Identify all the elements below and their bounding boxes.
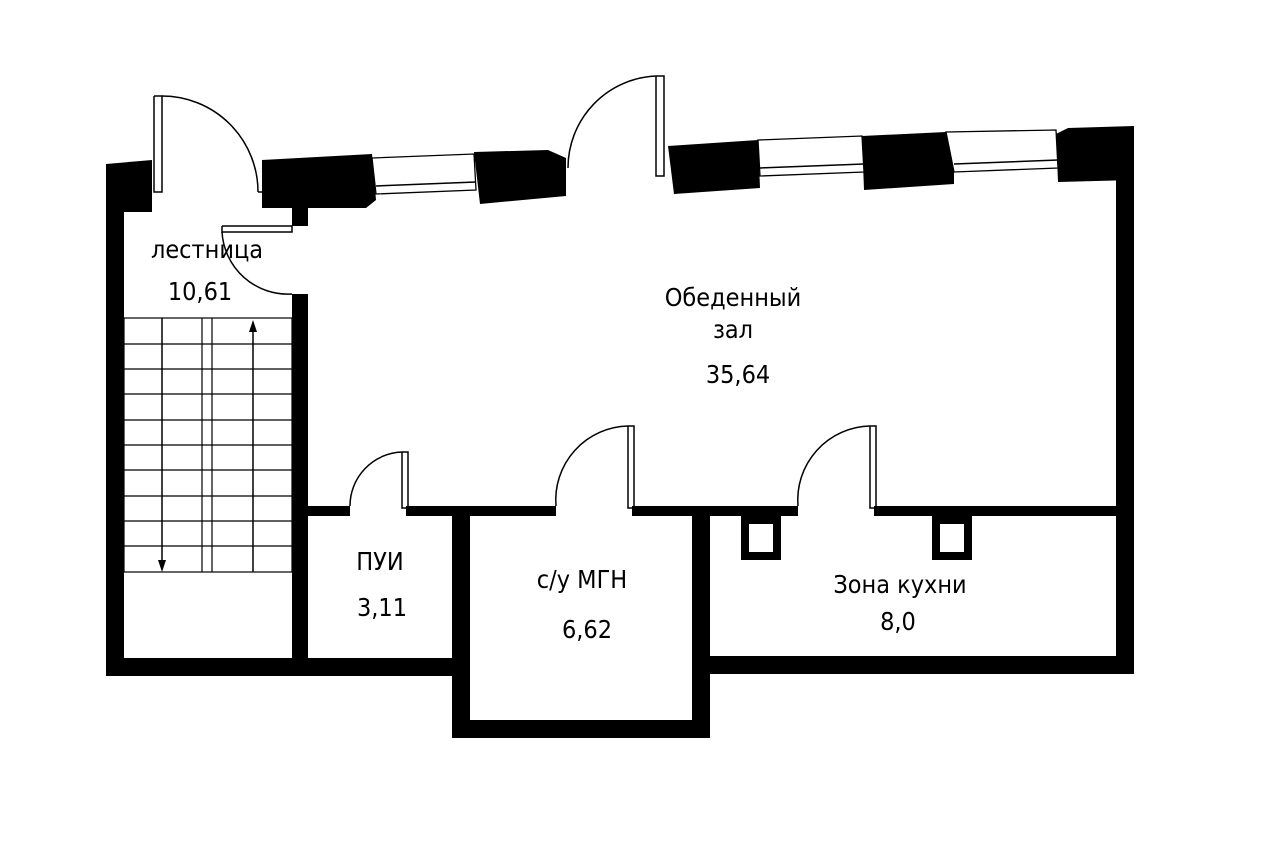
wall-wc-bottom xyxy=(452,720,710,738)
wall-wc-right xyxy=(692,514,710,738)
accessible-wc-name: с/у МГН xyxy=(537,565,627,594)
wall-partition-h2 xyxy=(406,506,556,516)
wall-pier-2 xyxy=(474,150,566,204)
door-kitchen xyxy=(797,425,877,509)
stair-up-arrow xyxy=(249,320,257,572)
stair-down-arrow xyxy=(158,318,166,572)
window-2 xyxy=(757,135,865,177)
wall-bottom-left xyxy=(106,658,458,676)
dining-hall-name-line2: зал xyxy=(713,315,753,344)
door-entrance-stair xyxy=(153,95,262,193)
wall-pier-1-stub xyxy=(292,206,308,226)
dining-hall-name-line1: Обеденный xyxy=(665,283,802,312)
door-entrance-hall xyxy=(567,75,665,177)
wall-left-outer xyxy=(106,164,124,676)
door-cleaning-room xyxy=(349,451,409,509)
door-stair xyxy=(221,225,293,295)
wall-pier-4 xyxy=(862,132,954,190)
wall-partition-h1 xyxy=(292,506,350,516)
dining-hall-area: 35,64 xyxy=(706,360,770,389)
kitchen-zone-name: Зона кухни xyxy=(833,570,966,599)
wall-right-outer xyxy=(1116,168,1134,674)
vent-shaft-1 xyxy=(741,516,781,560)
cleaning-room-area: 3,11 xyxy=(357,593,407,622)
staircase-steps xyxy=(123,317,293,573)
wall-cleaning-wc xyxy=(456,506,470,676)
wall-pier-3 xyxy=(668,140,760,194)
wall-top-left-corner xyxy=(106,160,152,212)
kitchen-zone-area: 8,0 xyxy=(880,607,916,636)
wall-partition-h3 xyxy=(632,506,798,516)
wall-stair-partition xyxy=(292,294,308,676)
window-3 xyxy=(945,129,1059,173)
staircase-name: лестница xyxy=(151,235,263,264)
door-wc xyxy=(555,425,635,509)
wall-bottom-right xyxy=(692,656,1134,674)
staircase-area: 10,61 xyxy=(168,277,232,306)
cleaning-room-name: ПУИ xyxy=(356,547,403,576)
window-1 xyxy=(371,153,477,195)
wall-pier-5 xyxy=(1056,126,1134,182)
wall-partition-h4 xyxy=(874,506,1134,516)
vent-shaft-2 xyxy=(932,516,972,560)
accessible-wc-area: 6,62 xyxy=(562,615,612,644)
wall-pier-1 xyxy=(262,154,376,208)
